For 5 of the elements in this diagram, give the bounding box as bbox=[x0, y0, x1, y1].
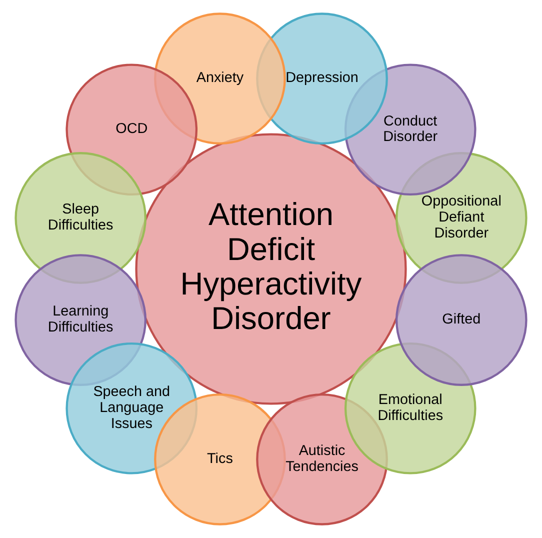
node-circle: Speech and Language Issues bbox=[66, 342, 198, 474]
node-circle: Anxiety bbox=[154, 12, 286, 145]
node-circle: Gifted bbox=[395, 254, 528, 386]
node-circle: OCD bbox=[66, 64, 198, 196]
node-circle: Learning Difficulties bbox=[14, 254, 147, 386]
